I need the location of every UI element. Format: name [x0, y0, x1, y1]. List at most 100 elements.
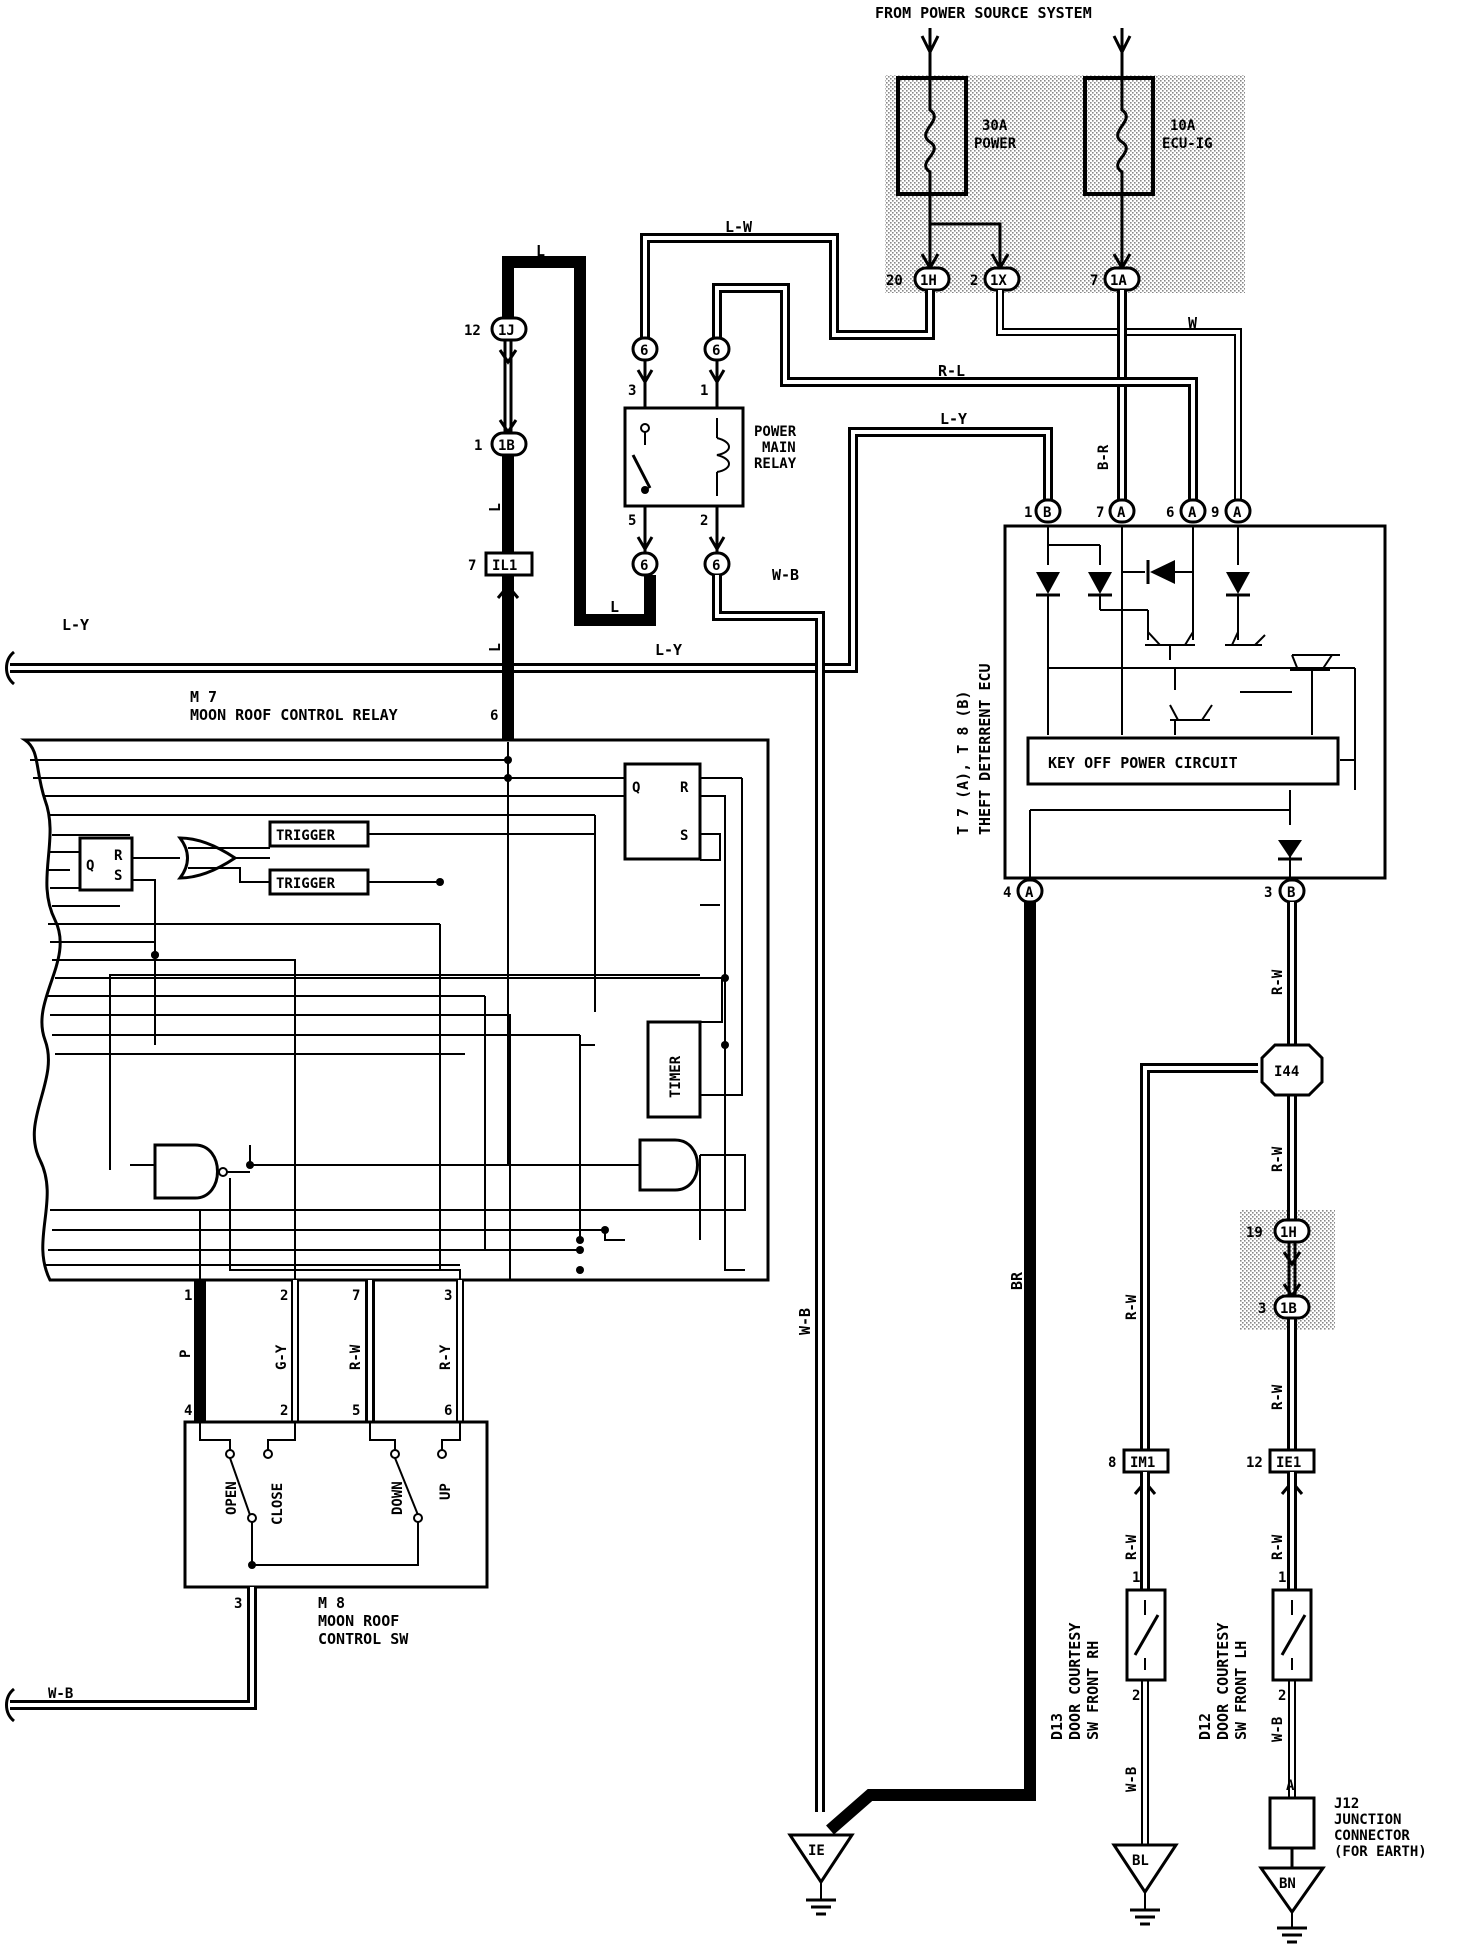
wire-l-label-top: L: [536, 242, 545, 260]
pin-1-label-1b: 1: [474, 438, 482, 454]
door-switch-wires: R-W R-W W-B W-B: [1124, 1472, 1297, 1848]
ecu-pin-4A: A: [1025, 885, 1034, 901]
j12-label-1: JUNCTION: [1334, 1812, 1401, 1828]
wire-r-w-label-6: R-W: [1270, 1534, 1286, 1560]
m8-pin-3: 3: [234, 1596, 242, 1612]
j12-pin-a: A: [1286, 1778, 1295, 1794]
wire-l-w: L-W: [640, 218, 935, 340]
d12-code: D12: [1196, 1713, 1214, 1740]
d12-label-2: SW FRONT LH: [1232, 1641, 1250, 1740]
m7-trigger-2: TRIGGER: [276, 876, 336, 892]
wire-r-l-label: R-L: [938, 362, 965, 380]
fuse-30a-power: 30A POWER: [896, 76, 1017, 196]
fuse-30a-label: 30A: [982, 118, 1008, 134]
ecu-name-label: THEFT DETERRENT ECU: [976, 663, 994, 835]
key-off-power-circuit-label: KEY OFF POWER CIRCUIT: [1048, 754, 1238, 772]
pin-7-label-il1: 7: [468, 558, 476, 574]
m7-pin-3: 3: [444, 1288, 452, 1304]
ground-BL-label: BL: [1132, 1853, 1149, 1869]
j12-label-2: CONNECTOR: [1334, 1828, 1410, 1844]
wire-l-y-label-mid: L-Y: [655, 641, 682, 659]
connector-IL1: IL1 7: [468, 551, 534, 599]
j12-label-3: (FOR EARTH): [1334, 1844, 1427, 1860]
ecu-pin-7A: A: [1117, 505, 1126, 521]
m8-pin-6: 6: [444, 1403, 452, 1419]
theft-deterrent-ecu: B 1 A 7 A 6 A 9 A 4 B 3: [954, 498, 1387, 904]
relay-conn-6-c: 6: [640, 558, 648, 574]
door-courtesy-switch-lh: 1 2 D12 DOOR COURTESY SW FRONT LH: [1196, 1570, 1313, 1740]
connector-1H: 1H 19: [1246, 1218, 1311, 1244]
wire-l-y: L-Y L-Y L-Y: [5, 410, 1053, 686]
wire-p-label: P: [178, 1350, 194, 1358]
relay-pin-5: 5: [628, 513, 636, 529]
m7-m8-wires: P G-Y R-W R-Y 4 2 5 6: [178, 1280, 464, 1422]
d12-label-1: DOOR COURTESY: [1214, 1623, 1232, 1740]
wire-r-w-label-3: R-W: [1270, 1384, 1286, 1410]
ecu-pin-1-num: 1: [1024, 505, 1032, 521]
j12-code: J12: [1334, 1796, 1359, 1812]
wire-r-w-label-5: R-W: [1124, 1534, 1140, 1560]
ecu-pin-9-num: 9: [1211, 505, 1219, 521]
wire-r-w-label-2: R-W: [1270, 1146, 1286, 1172]
ecu-pin-6A: A: [1188, 505, 1197, 521]
power-source-shaded-area: [885, 75, 1245, 293]
wire-w-label: W: [1188, 314, 1198, 332]
ground-BL: BL: [1111, 1843, 1179, 1926]
d13-pin-1: 1: [1132, 1570, 1140, 1586]
power-main-relay: POWER MAIN RELAY: [623, 406, 797, 508]
wire-l-label-1: L: [486, 503, 504, 512]
ground-IE: IE: [787, 1833, 855, 1916]
connector-1J: 1J 12: [464, 316, 528, 342]
wire-l-w-label: L-W: [725, 218, 753, 236]
wire-w-b-label-left: W-B: [48, 1686, 73, 1702]
moon-roof-control-relay: M 7 MOON ROOF CONTROL RELAY 6: [20, 688, 770, 1304]
m7-ff1-s: S: [114, 868, 122, 884]
connector-1A-label: 1A: [1110, 273, 1127, 289]
wire-w-b-label-top: W-B: [772, 566, 799, 584]
ecu-code-label: T 7 (A), T 8 (B): [954, 691, 972, 836]
m8-down-label: DOWN: [390, 1481, 406, 1515]
wire-l-y-label-left: L-Y: [62, 616, 89, 634]
pin-19-label: 19: [1246, 1225, 1263, 1241]
pin-7-label: 7: [1090, 273, 1098, 289]
fuse-10a-label: 10A: [1170, 118, 1196, 134]
ecu-pin-3B: B: [1287, 885, 1295, 901]
m7-ff2-q: Q: [632, 780, 640, 796]
connector-IM1: IM1 8: [1108, 1448, 1170, 1495]
ground-BN: BN: [1258, 1848, 1326, 1944]
m8-label-1: MOON ROOF: [318, 1612, 399, 1630]
pin-3-label-1b: 3: [1258, 1301, 1266, 1317]
relay-pin-3: 3: [628, 383, 636, 399]
m8-pin-4: 4: [184, 1403, 192, 1419]
m8-label-2: CONTROL SW: [318, 1630, 409, 1648]
connector-1B: 1B 3: [1258, 1294, 1311, 1320]
wire-r-w-label-1: R-W: [1270, 969, 1286, 995]
wire-b-r-label: B-R: [1096, 444, 1112, 470]
m7-name: MOON ROOF CONTROL RELAY: [190, 706, 398, 724]
wire-r-w-label-4: R-W: [1124, 1294, 1140, 1320]
m7-pin-2: 2: [280, 1288, 288, 1304]
pin-12-label-ie1: 12: [1246, 1455, 1263, 1471]
pin-2-label: 2: [970, 273, 978, 289]
ecu-pin-4-num: 4: [1003, 885, 1011, 901]
connector-1H-top-label: 1H: [920, 273, 937, 289]
wire-r-l: R-L: [712, 283, 1198, 500]
junction-I44-label: I44: [1274, 1064, 1299, 1080]
d13-code: D13: [1048, 1713, 1066, 1740]
wire-w-b-label-d13: W-B: [1124, 1767, 1140, 1792]
m7-ff1-q: Q: [86, 858, 94, 874]
ecu-pin-3-num: 3: [1264, 885, 1272, 901]
fuse-ecu-ig-label: ECU-IG: [1162, 136, 1213, 152]
d13-label-2: SW FRONT RH: [1084, 1641, 1102, 1740]
d12-pin-2: 2: [1278, 1688, 1286, 1704]
ground-BN-label: BN: [1279, 1876, 1296, 1892]
relay-label-2: MAIN: [762, 440, 796, 456]
pin-8-label: 8: [1108, 1455, 1116, 1471]
ecu-transistors: [1145, 631, 1333, 721]
m8-code: M 8: [318, 1594, 345, 1612]
connector-IL1-label: IL1: [492, 558, 517, 574]
connector-1B-top-label: 1B: [498, 438, 515, 454]
ecu-diodes: [1036, 560, 1302, 861]
